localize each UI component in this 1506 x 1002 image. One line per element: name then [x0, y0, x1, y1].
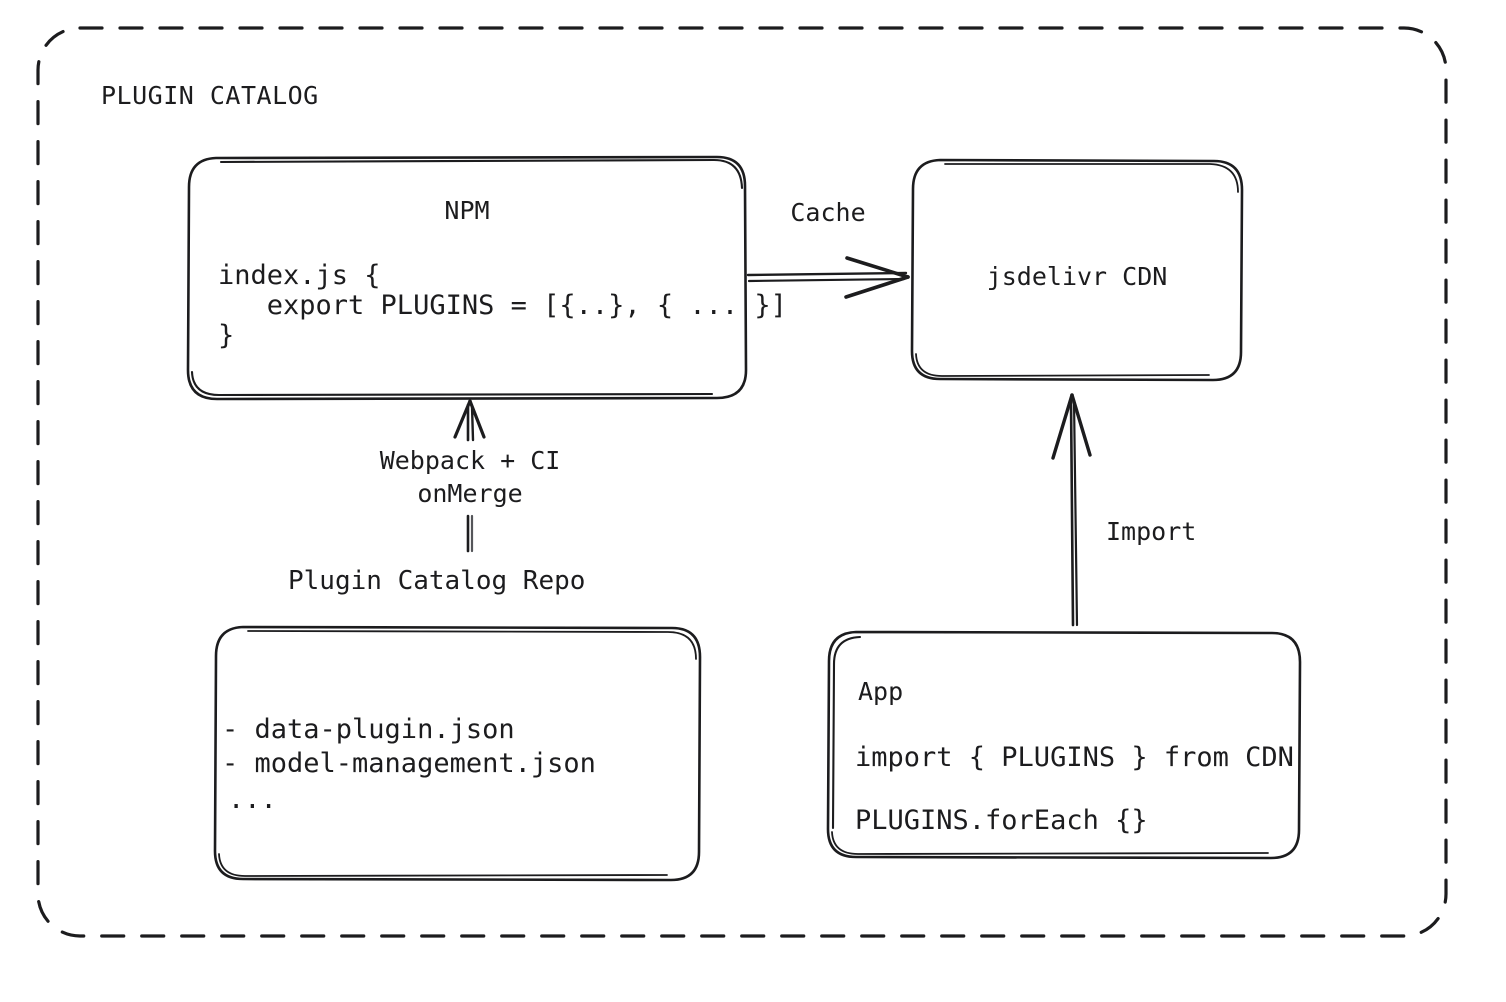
app-code-line-2: PLUGINS.forEach {}: [855, 805, 1148, 836]
npm-code-line-2: export PLUGINS = [{..}, { ... }]: [218, 290, 787, 321]
repo-list-item-3: ...: [228, 784, 277, 815]
edge-label-cache: Cache: [790, 198, 866, 227]
edge-repo-to-npm: [453, 399, 486, 553]
repo-list-item-2: - model-management.json: [222, 748, 596, 779]
npm-node-title: NPM: [444, 196, 490, 225]
edge-label-import: Import: [1106, 517, 1197, 546]
edge-label-onmerge: onMerge: [417, 479, 523, 508]
edge-label-webpack-ci: Webpack + CI: [379, 446, 561, 475]
cdn-node-title: jsdelivr CDN: [986, 262, 1168, 291]
repo-node-caption: Plugin Catalog Repo: [288, 566, 586, 596]
repo-list-item-1: - data-plugin.json: [222, 714, 515, 745]
app-node-title: App: [858, 677, 904, 706]
plugin-catalog-title: PLUGIN CATALOG: [101, 81, 319, 110]
edge-app-to-cdn: [1051, 393, 1092, 627]
app-code-line-1: import { PLUGINS } from CDN: [855, 742, 1294, 773]
npm-code-line-1: index.js {: [218, 260, 381, 291]
npm-code-line-3: }: [218, 320, 235, 351]
